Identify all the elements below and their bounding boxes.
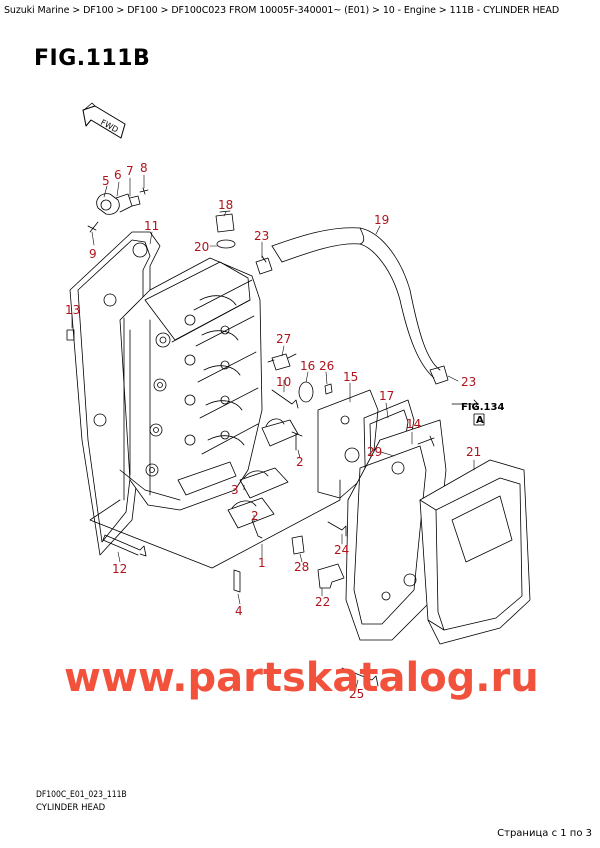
callout-27[interactable]: 27 xyxy=(276,332,291,346)
bolt-2a xyxy=(291,431,303,451)
watermark: www.partskatalog.ru xyxy=(64,655,539,701)
breadcrumb-separator: > xyxy=(435,5,450,16)
callout-19[interactable]: 19 xyxy=(374,213,389,227)
breadcrumb-separator: > xyxy=(369,5,383,16)
callout-24[interactable]: 24 xyxy=(334,543,349,557)
stud-4 xyxy=(233,569,241,593)
o-ring-20 xyxy=(216,239,236,249)
breadcrumb-item[interactable]: 10 - Engine xyxy=(382,5,436,16)
callout-7[interactable]: 7 xyxy=(126,164,134,178)
callout-20[interactable]: 20 xyxy=(194,240,209,254)
fig-ref-box-label: A xyxy=(476,415,484,426)
callout-11[interactable]: 11 xyxy=(144,219,159,233)
breadcrumb: Suzuki Marine > DF100 > DF100 > DF100C02… xyxy=(4,5,559,16)
oil-filler-cap xyxy=(215,210,235,233)
callout-22[interactable]: 22 xyxy=(315,595,330,609)
breadcrumb-item[interactable]: DF100C023 FROM 10005F-340001~ (E01) xyxy=(171,5,370,16)
callout-29[interactable]: 29 xyxy=(367,445,382,459)
callout-18[interactable]: 18 xyxy=(218,198,233,212)
callout-labels: 1 2 2 3 4 5 6 7 8 9 10 11 12 13 14 15 16… xyxy=(65,161,481,701)
cylinder-head xyxy=(119,257,263,511)
breadcrumb-separator: > xyxy=(157,5,172,16)
sensor-27 xyxy=(267,353,297,371)
callout-2b[interactable]: 2 xyxy=(251,509,259,523)
callout-21[interactable]: 21 xyxy=(466,445,481,459)
page-indicator: Страница с 1 по 3 xyxy=(497,828,592,839)
callout-23b[interactable]: 23 xyxy=(461,375,476,389)
grommet-28 xyxy=(291,535,305,555)
bolt-2b xyxy=(251,519,263,539)
callout-12[interactable]: 12 xyxy=(112,562,127,576)
callout-10[interactable]: 10 xyxy=(276,375,291,389)
bolt-10 xyxy=(271,389,299,409)
callout-25[interactable]: 25 xyxy=(349,687,364,701)
thermostat-group xyxy=(87,187,149,233)
figure-title: FIG.111B xyxy=(34,46,151,71)
dowel-13 xyxy=(66,329,75,341)
hose-19 xyxy=(271,227,441,371)
gasket-16 xyxy=(298,381,314,403)
breadcrumb-separator: > xyxy=(69,5,84,16)
callout-4[interactable]: 4 xyxy=(235,604,243,618)
callout-8[interactable]: 8 xyxy=(140,161,148,175)
fig-ref-arrow-icon xyxy=(451,399,479,409)
cylinder-head-cover-14 xyxy=(345,419,447,641)
callout-28[interactable]: 28 xyxy=(294,560,309,574)
breadcrumb-item[interactable]: Suzuki Marine xyxy=(4,5,70,16)
callout-17[interactable]: 17 xyxy=(379,389,394,403)
callout-2a[interactable]: 2 xyxy=(296,455,304,469)
clamp-23b xyxy=(429,365,449,385)
callout-1[interactable]: 1 xyxy=(258,556,266,570)
callout-16[interactable]: 16 xyxy=(300,359,315,373)
bracket-22 xyxy=(317,563,345,589)
callout-9[interactable]: 9 xyxy=(89,247,97,261)
fig-ref-label[interactable]: FIG.134 xyxy=(461,402,504,413)
callout-3[interactable]: 3 xyxy=(231,483,239,497)
breadcrumb-item[interactable]: DF100 xyxy=(83,5,114,16)
bolt-24 xyxy=(327,521,347,537)
fig-ref-box xyxy=(473,413,485,426)
fwd-arrow-icon: FWD xyxy=(82,102,126,139)
callout-14[interactable]: 14 xyxy=(406,417,421,431)
assembly-box xyxy=(89,479,341,569)
breadcrumb-current: 111B - CYLINDER HEAD xyxy=(449,5,560,16)
clamp-23a xyxy=(255,255,273,275)
callout-13[interactable]: 13 xyxy=(65,303,80,317)
bolt-26 xyxy=(324,383,333,395)
breadcrumb-separator: > xyxy=(113,5,128,16)
diagram-name: CYLINDER HEAD xyxy=(36,803,106,813)
callout-5[interactable]: 5 xyxy=(102,174,110,188)
bolt-12 xyxy=(102,534,147,557)
callout-6[interactable]: 6 xyxy=(114,168,122,182)
callout-26[interactable]: 26 xyxy=(319,359,334,373)
breadcrumb-item[interactable]: DF100 xyxy=(127,5,158,16)
callout-15[interactable]: 15 xyxy=(343,370,358,384)
bolt-25 xyxy=(341,667,379,687)
callout-23a[interactable]: 23 xyxy=(254,229,269,243)
diagram-code: DF100C_E01_023_111B xyxy=(36,790,127,800)
